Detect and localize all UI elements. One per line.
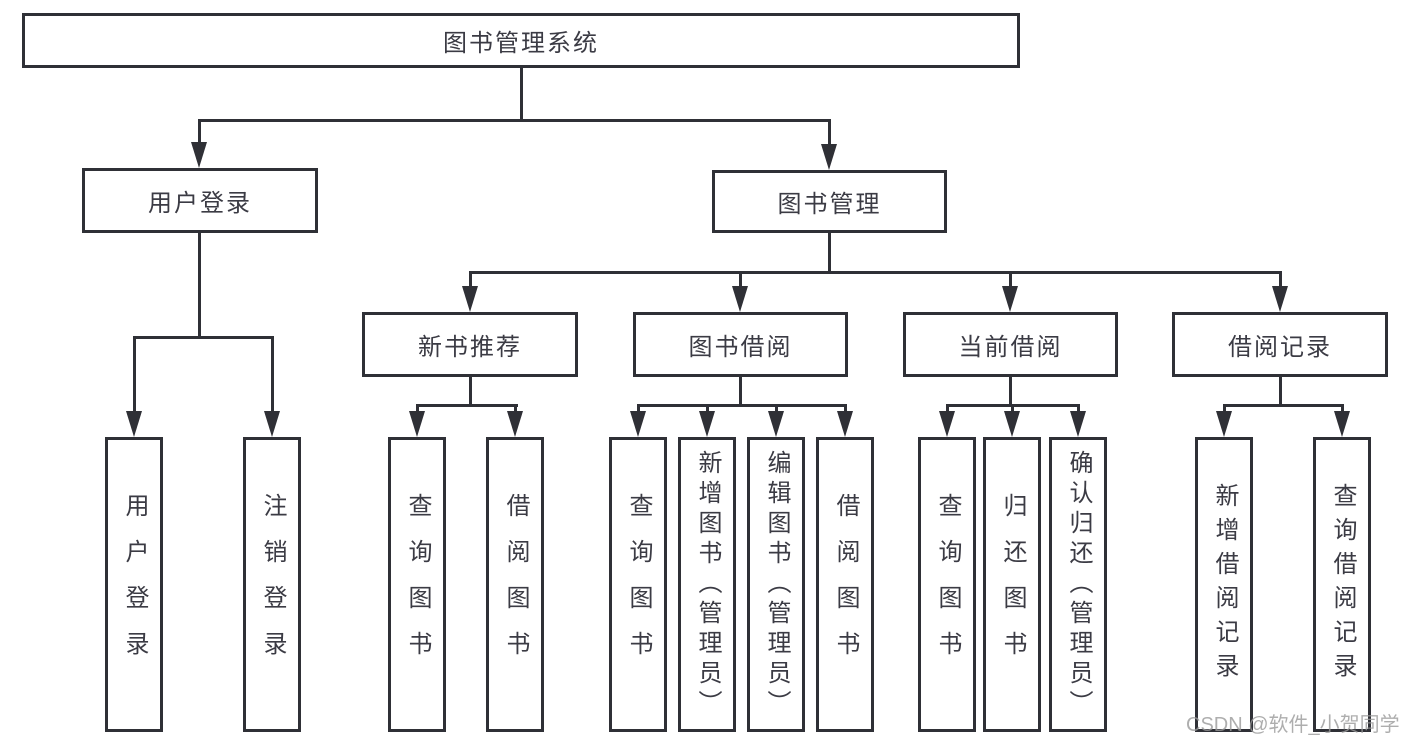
connector-br-drop-2 bbox=[1341, 404, 1344, 414]
leaf-br-query-borrow-record: 查询借阅记录 bbox=[1313, 437, 1371, 732]
arrowhead-nbr-borrow-book bbox=[507, 411, 523, 437]
leaf-label: 注销登录 bbox=[259, 492, 286, 677]
connector-bb-drop-4 bbox=[844, 404, 847, 414]
node-label: 借阅记录 bbox=[1228, 334, 1332, 361]
connector-nbr-drop-2 bbox=[514, 404, 517, 414]
connector-root-drop-left bbox=[198, 119, 201, 145]
arrowhead-leaf-user-login bbox=[126, 411, 142, 437]
leaf-label: 借阅图书 bbox=[502, 492, 529, 677]
connector-cb-drop-2 bbox=[1011, 404, 1014, 414]
node-new-book-recommend: 新书推荐 bbox=[362, 312, 578, 377]
leaf-cb-confirm-return-admin: 确认归还（管理员） bbox=[1049, 437, 1107, 732]
arrowhead-cb-query-book bbox=[939, 411, 955, 437]
leaf-label: 确认归还（管理员） bbox=[1065, 449, 1092, 720]
arrowhead-book-borrow bbox=[732, 286, 748, 312]
connector-root-stem bbox=[520, 68, 523, 119]
connector-bb-drop-1 bbox=[637, 404, 640, 414]
connector-bm-drop-1 bbox=[469, 271, 472, 289]
connector-nbr-drop-1 bbox=[416, 404, 419, 414]
arrowhead-br-query-record bbox=[1334, 411, 1350, 437]
connector-br-drop-1 bbox=[1223, 404, 1226, 414]
node-book-borrow: 图书借阅 bbox=[633, 312, 848, 377]
node-borrow-record: 借阅记录 bbox=[1172, 312, 1388, 377]
leaf-label: 编辑图书（管理员） bbox=[763, 449, 790, 720]
connector-ul-drop-1 bbox=[133, 336, 136, 414]
leaf-cb-query-book: 查询图书 bbox=[918, 437, 976, 732]
node-label: 图书管理 bbox=[777, 191, 882, 218]
arrowhead-bb-borrow-book bbox=[837, 411, 853, 437]
arrowhead-bb-query-book bbox=[630, 411, 646, 437]
leaf-user-login: 用户登录 bbox=[105, 437, 163, 732]
leaf-label: 查询图书 bbox=[625, 492, 652, 677]
leaf-nbr-borrow-book: 借阅图书 bbox=[486, 437, 544, 732]
connector-ul-stem bbox=[198, 233, 201, 336]
leaf-nbr-query-book: 查询图书 bbox=[388, 437, 446, 732]
arrowhead-current-borrow bbox=[1002, 286, 1018, 312]
arrowhead-cb-confirm-return bbox=[1070, 411, 1086, 437]
connector-br-stem bbox=[1279, 377, 1282, 404]
connector-cb-stem bbox=[1009, 377, 1012, 404]
connector-bm-drop-2 bbox=[739, 271, 742, 289]
connector-bb-bar bbox=[637, 404, 847, 407]
node-label: 图书借阅 bbox=[688, 334, 793, 361]
leaf-label: 查询图书 bbox=[404, 492, 431, 677]
connector-bm-stem bbox=[828, 233, 831, 271]
connector-ul-bar bbox=[133, 336, 274, 339]
arrowhead-nbr-query-book bbox=[409, 411, 425, 437]
arrowhead-book-management bbox=[821, 144, 837, 170]
connector-root-bar bbox=[198, 119, 831, 122]
leaf-bb-query-book: 查询图书 bbox=[609, 437, 667, 732]
connector-bm-bar bbox=[469, 271, 1282, 274]
leaf-label: 归还图书 bbox=[999, 492, 1026, 677]
leaf-br-add-borrow-record: 新增借阅记录 bbox=[1195, 437, 1253, 732]
arrowhead-bb-edit-book bbox=[768, 411, 784, 437]
leaf-cb-return-book: 归还图书 bbox=[983, 437, 1041, 732]
arrowhead-bb-add-book bbox=[699, 411, 715, 437]
connector-bb-drop-3 bbox=[775, 404, 778, 414]
connector-bb-drop-2 bbox=[706, 404, 709, 414]
leaf-label: 新增图书（管理员） bbox=[694, 449, 721, 720]
node-book-management: 图书管理 bbox=[712, 170, 947, 233]
node-label: 图书管理系统 bbox=[443, 30, 599, 57]
leaf-logout: 注销登录 bbox=[243, 437, 301, 732]
arrowhead-borrow-record bbox=[1272, 286, 1288, 312]
arrowhead-br-add-record bbox=[1216, 411, 1232, 437]
connector-cb-drop-3 bbox=[1077, 404, 1080, 414]
leaf-bb-edit-book-admin: 编辑图书（管理员） bbox=[747, 437, 805, 732]
connector-root-drop-right bbox=[828, 119, 831, 145]
connector-ul-drop-2 bbox=[271, 336, 274, 414]
arrowhead-cb-return-book bbox=[1004, 411, 1020, 437]
arrowhead-user-login bbox=[191, 142, 207, 168]
leaf-bb-add-book-admin: 新增图书（管理员） bbox=[678, 437, 736, 732]
arrowhead-leaf-logout bbox=[264, 411, 280, 437]
connector-bm-drop-4 bbox=[1279, 271, 1282, 289]
node-current-borrow: 当前借阅 bbox=[903, 312, 1118, 377]
connector-cb-drop-1 bbox=[946, 404, 949, 414]
leaf-bb-borrow-book: 借阅图书 bbox=[816, 437, 874, 732]
leaf-label: 用户登录 bbox=[121, 492, 148, 677]
node-label: 新书推荐 bbox=[418, 334, 522, 361]
leaf-label: 借阅图书 bbox=[832, 492, 859, 677]
node-library-management-system: 图书管理系统 bbox=[22, 13, 1020, 68]
leaf-label: 新增借阅记录 bbox=[1211, 482, 1238, 687]
arrowhead-new-book-recommend bbox=[462, 286, 478, 312]
node-label: 当前借阅 bbox=[958, 334, 1063, 361]
leaf-label: 查询借阅记录 bbox=[1329, 482, 1356, 687]
connector-bb-stem bbox=[739, 377, 742, 404]
node-user-login: 用户登录 bbox=[82, 168, 318, 233]
connector-nbr-bar bbox=[416, 404, 518, 407]
leaf-label: 查询图书 bbox=[934, 492, 961, 677]
node-label: 用户登录 bbox=[148, 190, 252, 217]
watermark: CSDN @软件_小贺同学 bbox=[1186, 714, 1400, 736]
connector-bm-drop-3 bbox=[1009, 271, 1012, 289]
connector-br-bar bbox=[1223, 404, 1344, 407]
connector-nbr-stem bbox=[469, 377, 472, 404]
